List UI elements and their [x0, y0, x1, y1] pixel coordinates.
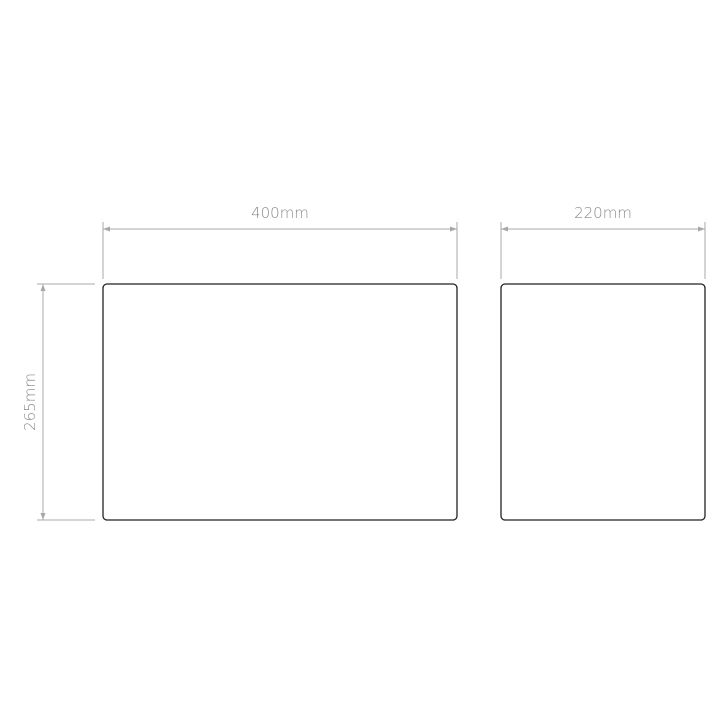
arrow-up-icon: [40, 284, 46, 291]
arrow-left-icon: [103, 226, 110, 232]
side-width-label: 220mm: [574, 204, 632, 222]
arrow-right-icon: [698, 226, 705, 232]
height-dimension: 265mm: [21, 283, 95, 521]
front-view-outline: [102, 283, 458, 521]
front-width-dimension: 400mm: [102, 204, 458, 279]
arrow-left-icon: [501, 226, 508, 232]
side-width-dimension: 220mm: [500, 204, 706, 279]
side-view-outline: [500, 283, 706, 521]
height-label: 265mm: [21, 373, 39, 431]
arrow-right-icon: [450, 226, 457, 232]
arrow-down-icon: [40, 513, 46, 520]
front-width-label: 400mm: [251, 204, 309, 222]
